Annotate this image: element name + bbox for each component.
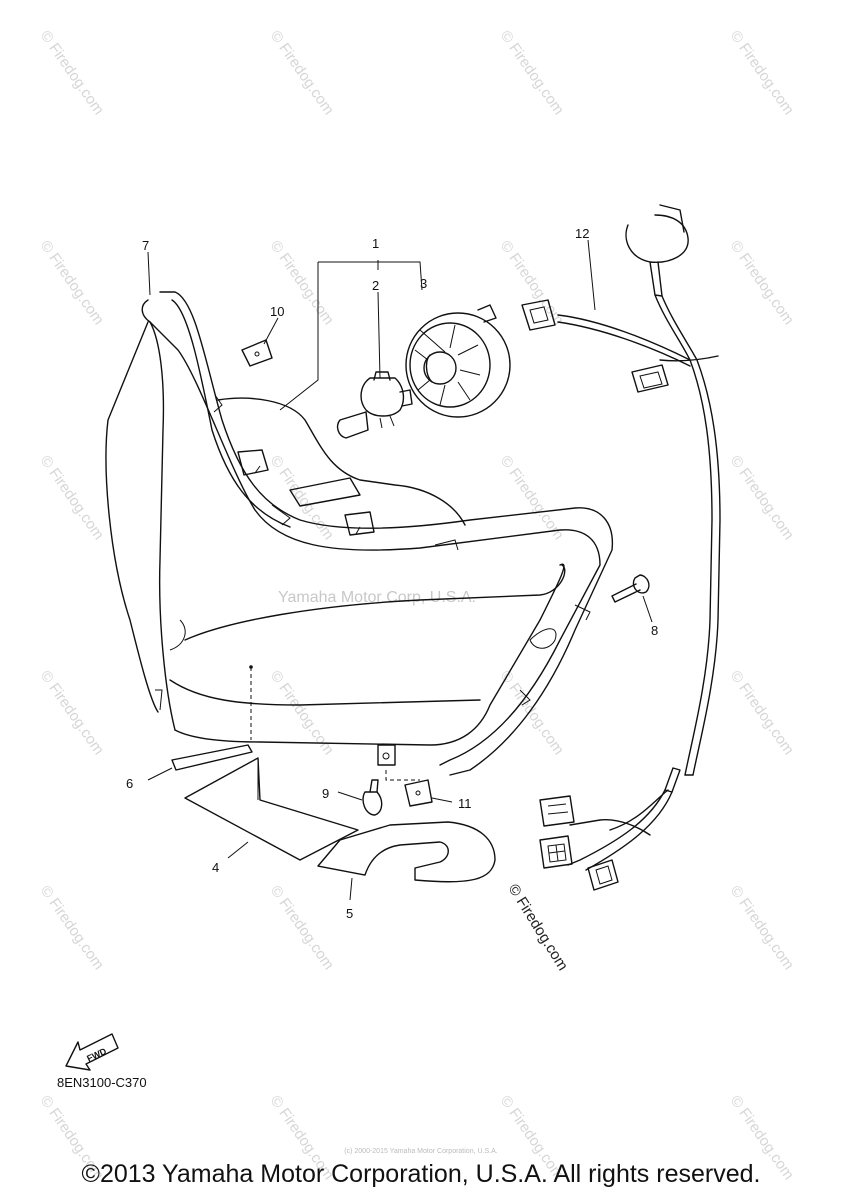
watermark: © Firedog.com — [727, 28, 797, 119]
part-label-10: 10 — [270, 304, 284, 319]
screw-8 — [611, 574, 650, 603]
socket-cover — [405, 304, 511, 418]
part-label-6: 6 — [126, 776, 133, 791]
plate-4 — [184, 757, 359, 861]
part-label-7: 7 — [142, 238, 149, 253]
watermark: © Firedog.com — [37, 238, 107, 329]
part-label-5: 5 — [346, 906, 353, 921]
part-label-8: 8 — [651, 623, 658, 638]
fwd-label: FWD — [85, 1046, 108, 1064]
watermark: © Firedog.com — [727, 668, 797, 759]
part-label-4: 4 — [212, 860, 219, 875]
part-label-3: 3 — [420, 276, 427, 291]
watermark: © Firedog.com — [267, 883, 337, 974]
watermark: © Firedog.com — [267, 28, 337, 119]
watermark: © Firedog.com — [37, 453, 107, 544]
copyright-notice: ©2013 Yamaha Motor Corporation, U.S.A. A… — [81, 1160, 761, 1188]
reflector-body — [217, 397, 466, 536]
part-numbers: 7 1 2 3 10 12 8 6 9 11 4 5 — [126, 226, 658, 921]
watermark: © Firedog.com — [37, 28, 107, 119]
watermark: © Firedog.com — [267, 453, 337, 544]
clip-nut — [241, 339, 273, 367]
watermark: © Firedog.com — [727, 453, 797, 544]
fwd-arrow-icon: FWD — [65, 1033, 119, 1071]
nut-11 — [404, 779, 433, 807]
watermark: © Firedog.com — [267, 668, 337, 759]
part-label-9: 9 — [322, 786, 329, 801]
part-label-1: 1 — [372, 236, 379, 251]
leader-lines — [147, 239, 653, 901]
part-label-12: 12 — [575, 226, 589, 241]
wire-harness — [521, 204, 721, 891]
screw-9 — [362, 779, 383, 816]
firedog-mark: © Firedog.com — [505, 881, 572, 974]
watermark: © Firedog.com — [37, 883, 107, 974]
bulb — [336, 371, 413, 439]
watermark: © Firedog.com — [497, 28, 567, 119]
center-watermark: Yamaha Motor Corp, U.S.A. — [278, 589, 476, 606]
part-label-2: 2 — [372, 278, 379, 293]
watermark: © Firedog.com — [497, 453, 567, 544]
mount-bracket — [377, 744, 396, 766]
diagram-code: 8EN3100-C370 — [57, 1075, 147, 1090]
watermark: © Firedog.com — [727, 883, 797, 974]
watermark: © Firedog.com — [727, 238, 797, 329]
watermark: © Firedog.com — [497, 238, 567, 329]
part-label-11: 11 — [458, 796, 472, 811]
watermark: © Firedog.com — [37, 668, 107, 759]
seal-6 — [171, 744, 253, 771]
tiny-copyright: (c) 2000-2015 Yamaha Motor Corporation, … — [344, 1148, 498, 1155]
watermark: © Firedog.com — [497, 668, 567, 759]
plate-5 — [317, 821, 496, 883]
